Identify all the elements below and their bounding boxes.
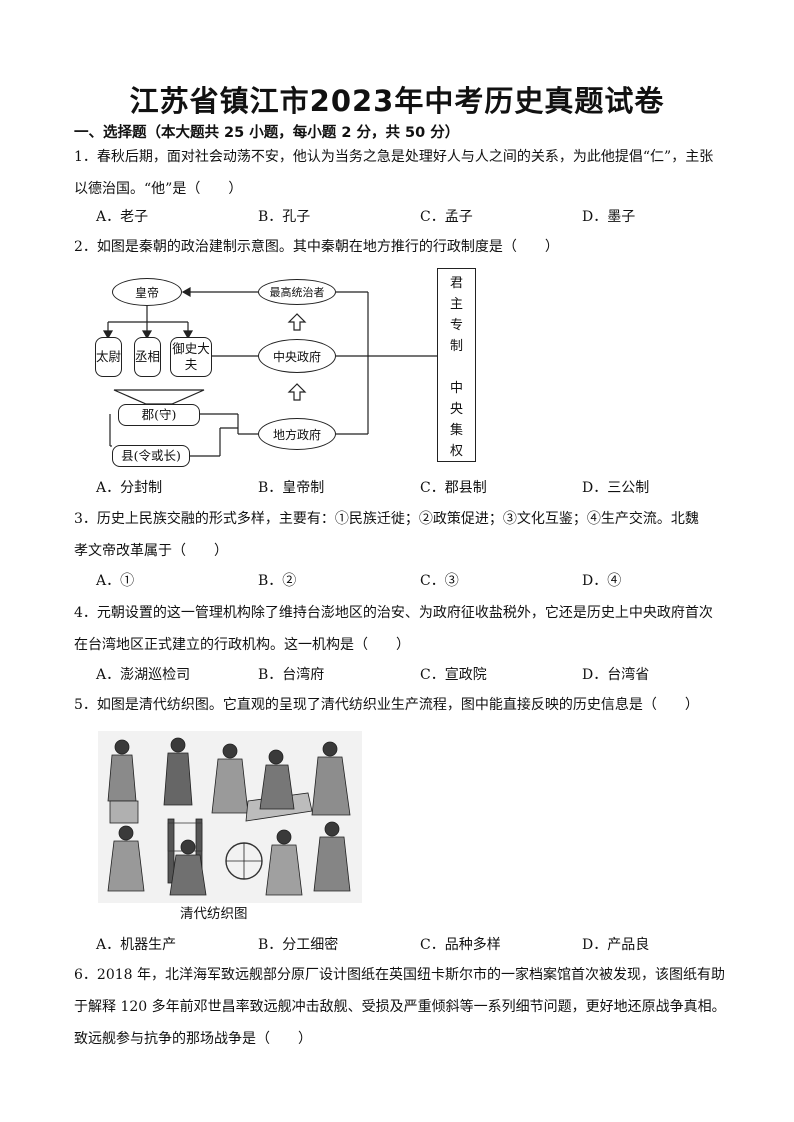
question-1: 1．春秋后期，面对社会动荡不安，他认为当务之急是处理好人与人之间的关系，为此他提… — [74, 141, 734, 205]
option-d[interactable]: D．三公制 — [582, 480, 650, 496]
option-c[interactable]: C．宣政院 — [420, 667, 487, 683]
option-b[interactable]: B．分工细密 — [258, 937, 339, 953]
chengxiang-node: 丞相 — [134, 337, 161, 377]
question-4-options: A．澎湖巡检司 B．台湾府 C．宣政院 D．台湾省 — [96, 664, 716, 688]
question-4: 4．元朝设置的这一管理机构除了维持台澎地区的治安、为政府征收盐税外，它还是历史上… — [74, 597, 734, 661]
question-4-line-2: 在台湾地区正式建立的行政机构。这一机构是（ ） — [74, 637, 410, 653]
system-char: 权 — [449, 444, 463, 459]
autocracy-centralization-box: 君 主 专 制 中 央 集 权 — [437, 268, 476, 462]
option-b[interactable]: B．台湾府 — [258, 667, 325, 683]
question-5-options: A．机器生产 B．分工细密 C．品种多样 D．产品良 — [96, 934, 716, 958]
question-5: 5．如图是清代纺织图。它直观的呈现了清代纺织业生产流程，图中能直接反映的历史信息… — [74, 689, 734, 721]
question-3-options: A．① B．② C．③ D．④ — [96, 570, 716, 594]
question-1-line-1: 1．春秋后期，面对社会动荡不安，他认为当务之急是处理好人与人之间的关系，为此他提… — [74, 149, 714, 165]
question-4-line-1: 4．元朝设置的这一管理机构除了维持台澎地区的治安、为政府征收盐税外，它还是历史上… — [74, 605, 713, 621]
system-char: 君 — [449, 276, 463, 291]
question-1-line-2: 以德治国。“他”是（ ） — [74, 181, 243, 197]
page-title: 江苏省镇江市2023年中考历史真题试卷 — [129, 84, 665, 118]
question-3: 3．历史上民族交融的形式多样，主要有：①民族迁徙；②政策促进；③文化互鉴；④生产… — [74, 503, 734, 567]
question-1-options: A．老子 B．孔子 C．孟子 D．墨子 — [96, 206, 716, 230]
system-char: 专 — [449, 318, 463, 333]
system-char: 制 — [449, 339, 463, 354]
option-c[interactable]: C．郡县制 — [420, 480, 487, 496]
option-a[interactable]: A．① — [96, 573, 135, 589]
option-d[interactable]: D．④ — [582, 573, 622, 589]
question-2-options: A．分封制 B．皇帝制 C．郡县制 D．三公制 — [96, 477, 716, 501]
option-d[interactable]: D．产品良 — [582, 937, 650, 953]
option-c[interactable]: C．孟子 — [420, 209, 473, 225]
system-char — [438, 357, 475, 378]
system-char: 集 — [449, 423, 463, 438]
emperor-node: 皇帝 — [112, 278, 182, 306]
option-c[interactable]: C．③ — [420, 573, 459, 589]
system-char: 中 — [449, 381, 463, 396]
top-ruler-node: 最高统治者 — [258, 279, 336, 305]
question-6-line-2: 于解释 120 多年前邓世昌率致远舰冲击敌舰、受损及严重倾斜等一系列细节问题，更… — [74, 999, 726, 1015]
illustration-caption: 清代纺织图 — [180, 906, 248, 922]
question-6: 6．2018 年，北洋海军致远舰部分原厂设计图纸在英国纽卡斯尔市的一家档案馆首次… — [74, 959, 734, 1055]
yushi-node: 御史大夫 — [170, 337, 212, 377]
system-char: 主 — [449, 297, 463, 312]
option-c[interactable]: C．品种多样 — [420, 937, 501, 953]
option-a[interactable]: A．澎湖巡检司 — [96, 667, 191, 683]
jun-node: 郡(守) — [118, 404, 200, 426]
question-6-line-3: 致远舰参与抗争的那场战争是（ ） — [74, 1031, 312, 1047]
central-govt-node: 中央政府 — [258, 339, 336, 373]
taiwei-node: 太尉 — [95, 337, 122, 377]
question-2-line-1: 2．如图是秦朝的政治建制示意图。其中秦朝在地方推行的行政制度是（ ） — [74, 239, 559, 255]
local-govt-node: 地方政府 — [258, 418, 336, 450]
question-3-line-2: 孝文帝改革属于（ ） — [74, 543, 228, 559]
question-5-line-1: 5．如图是清代纺织图。它直观的呈现了清代纺织业生产流程，图中能直接反映的历史信息… — [74, 697, 699, 713]
xian-node: 县(令或长) — [112, 445, 190, 467]
option-b[interactable]: B．皇帝制 — [258, 480, 325, 496]
option-a[interactable]: A．分封制 — [96, 480, 163, 496]
question-2: 2．如图是秦朝的政治建制示意图。其中秦朝在地方推行的行政制度是（ ） — [74, 231, 734, 263]
option-b[interactable]: B．② — [258, 573, 297, 589]
option-d[interactable]: D．台湾省 — [582, 667, 650, 683]
question-6-line-1: 6．2018 年，北洋海军致远舰部分原厂设计图纸在英国纽卡斯尔市的一家档案馆首次… — [74, 967, 725, 983]
option-a[interactable]: A．机器生产 — [96, 937, 177, 953]
system-char: 央 — [449, 402, 463, 417]
option-a[interactable]: A．老子 — [96, 209, 149, 225]
qing-textile-illustration — [98, 731, 362, 903]
option-d[interactable]: D．墨子 — [582, 209, 636, 225]
section-heading: 一、选择题（本大题共 25 小题，每小题 2 分，共 50 分） — [74, 125, 460, 141]
option-b[interactable]: B．孔子 — [258, 209, 311, 225]
question-3-line-1: 3．历史上民族交融的形式多样，主要有：①民族迁徙；②政策促进；③文化互鉴；④生产… — [74, 511, 699, 527]
